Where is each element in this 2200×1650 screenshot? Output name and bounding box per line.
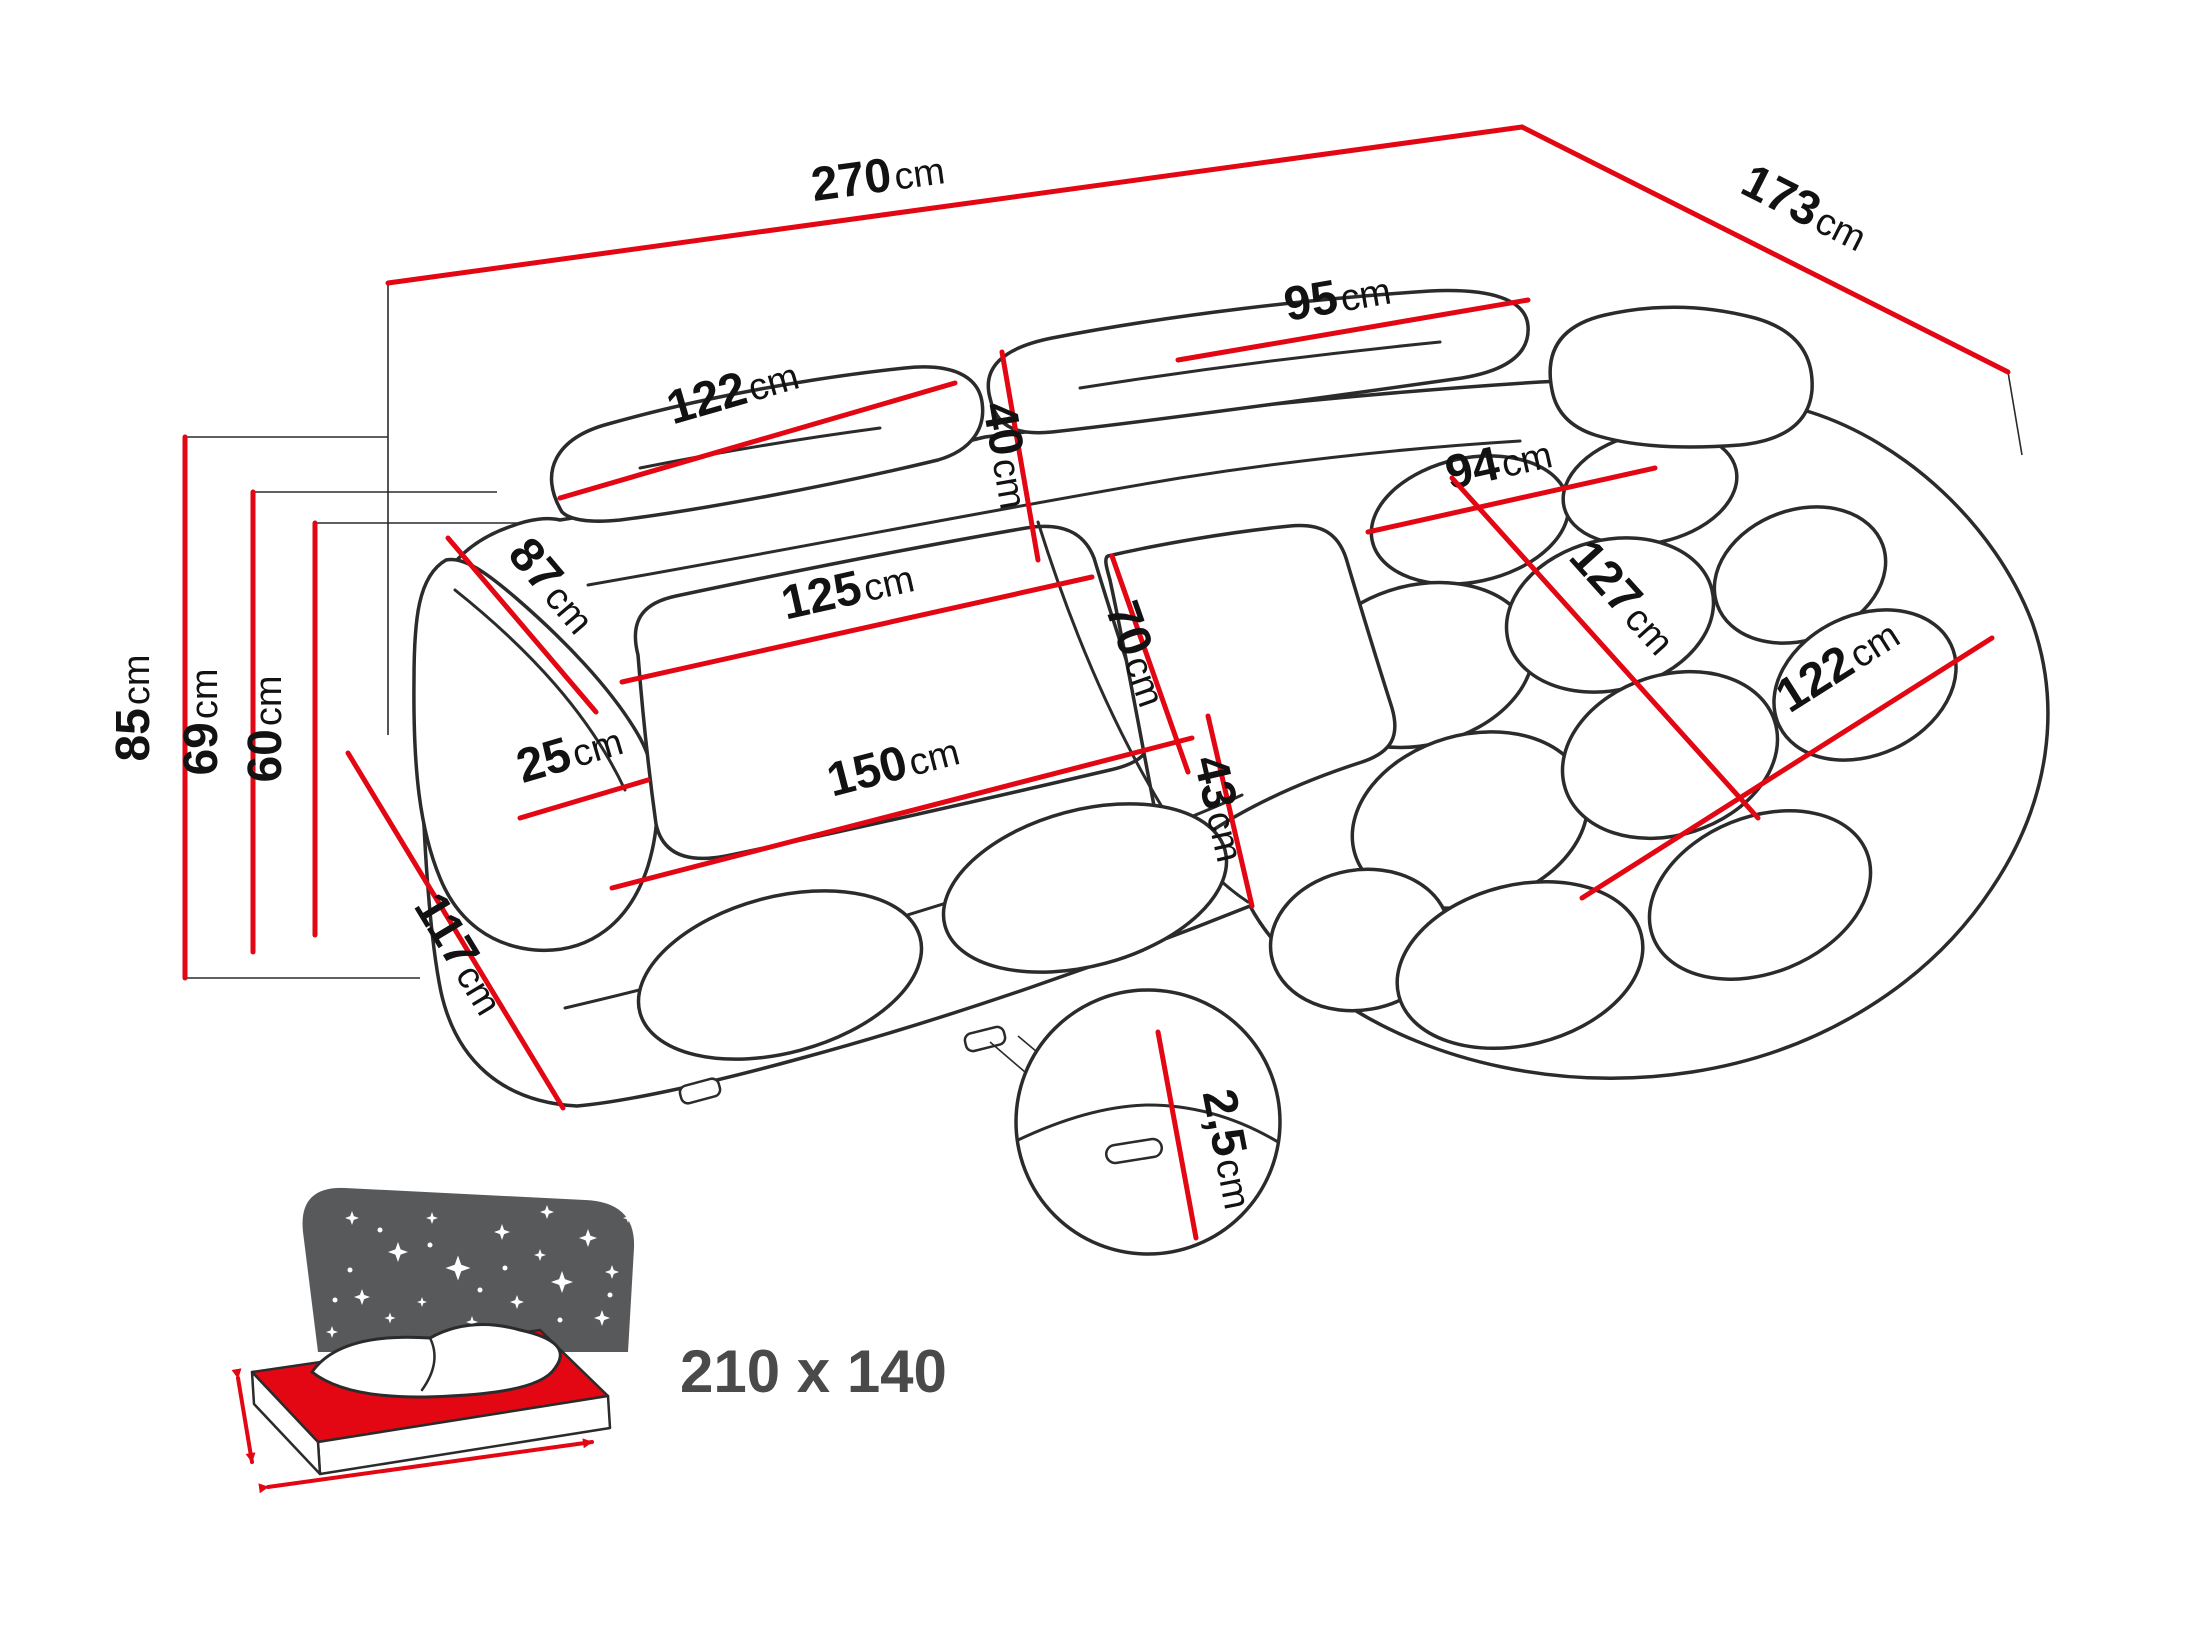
dimension-line-seat-depth bbox=[1109, 553, 1191, 775]
guide-right-corner bbox=[2007, 371, 2023, 456]
dimension-back-cushion-right: 95cm bbox=[1175, 262, 1531, 363]
dimension-label-chaise-back-width: 94cm bbox=[1441, 425, 1557, 500]
detail-base-edge bbox=[1016, 1103, 1280, 1144]
dimension-line-seat-cushion-width bbox=[619, 574, 1095, 685]
dimension-overall-width: 270cm bbox=[385, 124, 1525, 286]
front-base-cushion bbox=[636, 889, 924, 1061]
star-dot bbox=[332, 1297, 338, 1303]
dimension-label-backrest-thickness: 40cm bbox=[972, 398, 1042, 513]
leg-detail: 2,5cm bbox=[989, 988, 1282, 1256]
dimension-line-overall-width bbox=[385, 124, 1525, 286]
sofa-leg bbox=[678, 1077, 722, 1105]
sleeping-area-size: 210 x 140 bbox=[680, 1338, 947, 1405]
backrest-seam bbox=[586, 439, 1522, 587]
dimension-armrest-height: 60cm bbox=[239, 520, 318, 938]
star-dot bbox=[347, 1267, 353, 1273]
dimension-label-backrest-height: 69cm bbox=[175, 668, 228, 775]
dimension-label-overall-height: 85cm bbox=[107, 654, 160, 761]
dimension-line-back-cushion-right bbox=[1175, 297, 1531, 363]
bed-headboard bbox=[302, 1187, 635, 1352]
chaise-base-cushion bbox=[1647, 809, 1873, 981]
dimension-backrest-height: 69cm bbox=[175, 489, 256, 955]
bed-width-arrow bbox=[258, 1438, 594, 1494]
dimension-line-armrest-width bbox=[517, 777, 651, 821]
dimension-line-back-cushion-left bbox=[557, 380, 958, 501]
dimension-line-overall-depth bbox=[1519, 124, 2011, 375]
left-armrest bbox=[412, 557, 659, 953]
dimension-label-overall-width: 270cm bbox=[808, 141, 948, 212]
stars bbox=[326, 1205, 633, 1338]
dimension-line-front-depth bbox=[345, 750, 566, 1111]
dimension-chaise-back-width: 94cm bbox=[1365, 425, 1658, 535]
right-armrest bbox=[1548, 305, 1814, 449]
front-base-cushion bbox=[941, 802, 1229, 974]
dimension-line-chaise-length bbox=[1449, 475, 1761, 821]
dimension-label-leg-height: 2,5cm bbox=[1192, 1085, 1267, 1213]
duvet-crease bbox=[420, 1336, 436, 1392]
seat-cushion-right bbox=[1104, 523, 1397, 845]
sofa-leg bbox=[963, 1025, 1007, 1053]
dimension-line-seat-front-width bbox=[609, 735, 1195, 891]
star-dot bbox=[607, 1292, 613, 1298]
dimension-line-seat-height bbox=[1205, 713, 1255, 909]
star-dot bbox=[557, 1317, 563, 1323]
bed-depth-arrow bbox=[231, 1368, 256, 1464]
star-dot bbox=[427, 1242, 433, 1248]
detail-leg bbox=[1104, 1137, 1164, 1165]
dimension-overall-height: 85cm bbox=[107, 434, 188, 981]
detail-circle bbox=[1014, 988, 1282, 1256]
chaise-base-cushion bbox=[1395, 879, 1645, 1051]
dimension-label-back-cushion-right: 95cm bbox=[1280, 262, 1394, 332]
back-pillow-right-crease bbox=[1078, 340, 1442, 390]
dimension-backrest-thickness: 40cm bbox=[972, 349, 1042, 563]
dimension-line-chaise-front-width bbox=[1579, 635, 1995, 901]
dimension-line-chaise-back-width bbox=[1365, 465, 1658, 535]
bed-icon bbox=[231, 1187, 635, 1494]
star-dot bbox=[502, 1265, 508, 1271]
star-dot bbox=[477, 1287, 483, 1293]
star-dot bbox=[377, 1227, 383, 1233]
dimension-line-leg-height bbox=[1155, 1029, 1199, 1241]
dimension-label-armrest-height: 60cm bbox=[239, 675, 292, 782]
dimension-line-armrest-length bbox=[445, 535, 599, 715]
back-pillow-left-crease bbox=[638, 426, 882, 470]
dimension-line-backrest-thickness bbox=[999, 349, 1041, 563]
chaise-seat-cushion bbox=[1772, 608, 1958, 762]
left-armrest-crease bbox=[453, 588, 627, 792]
guide-lines bbox=[185, 283, 2023, 979]
duvet bbox=[310, 1323, 562, 1399]
chaise-seat-cushion bbox=[1560, 669, 1780, 841]
